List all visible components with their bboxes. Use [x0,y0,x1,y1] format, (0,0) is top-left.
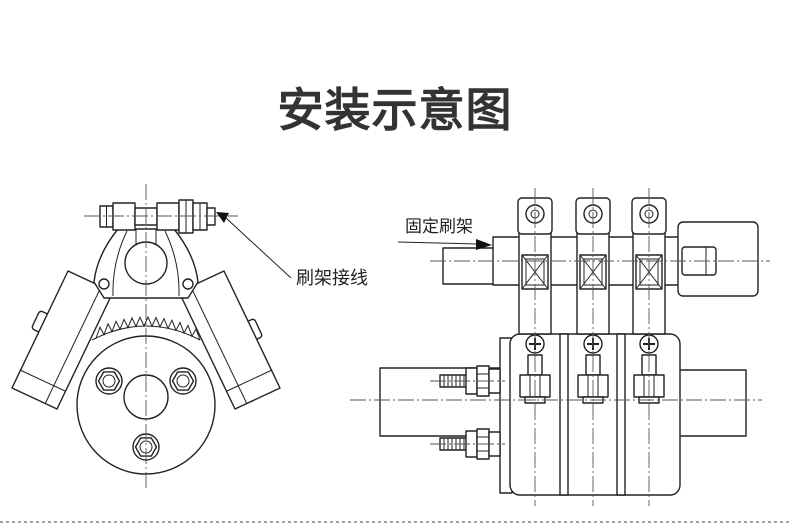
bolt-end [206,207,216,226]
left-rivet [98,278,110,290]
rod-end-block [677,221,759,297]
commutator-teeth [91,315,201,341]
slip-ring-assembly [499,333,681,496]
terminal-divisions [643,375,655,397]
page-title: 安装示意图 [277,83,513,137]
clamp-neck [135,229,157,246]
nut-facets [477,373,489,389]
wiring-callout-arrow [216,212,229,223]
hex-nut-icon [97,371,121,391]
clamp-ear-left [112,202,136,231]
wiring-callout-label: 刷架接线 [296,268,368,289]
bolt-end-circle [102,374,116,388]
left-brush-end [19,369,66,392]
teeth-base-arc [91,325,201,341]
right-box-inner-edge [190,286,248,405]
nut-facets [477,436,489,452]
terminal-divisions [587,375,599,397]
right-brush-end [226,369,273,392]
lower-shaft-right [677,369,747,437]
terminal-divisions [529,375,541,397]
nut-facet-lines [106,200,201,233]
hex-nut-icon [134,437,158,457]
brush-holder-front-view: 固定刷架 [350,188,770,506]
nut-right [169,367,197,395]
fixing-callout-leader [397,241,479,245]
bolt-end-circle [176,374,190,388]
wiring-callout: 刷架接线 [216,212,368,289]
rod-left-stub [442,247,496,285]
bracket-right-arm [164,230,180,297]
top-clamp-bolt [99,199,216,234]
fixing-callout-label: 固定刷架 [405,217,473,237]
hex-nut-icon [171,371,195,391]
right-rivet [182,278,194,290]
teeth-zigzag [95,315,201,341]
bracket-left-arm [112,230,128,297]
brush-holder-side-view: 刷架接线 [11,184,368,488]
insulator-2 [616,333,626,496]
nut-left [95,367,123,395]
clamp-ear-right [156,202,180,231]
insulator-1 [559,333,569,496]
left-box-inner-edge [44,286,102,405]
fixing-callout: 固定刷架 [397,217,492,250]
wiring-callout-leader [225,217,292,279]
fixing-callout-arrow [476,239,492,250]
